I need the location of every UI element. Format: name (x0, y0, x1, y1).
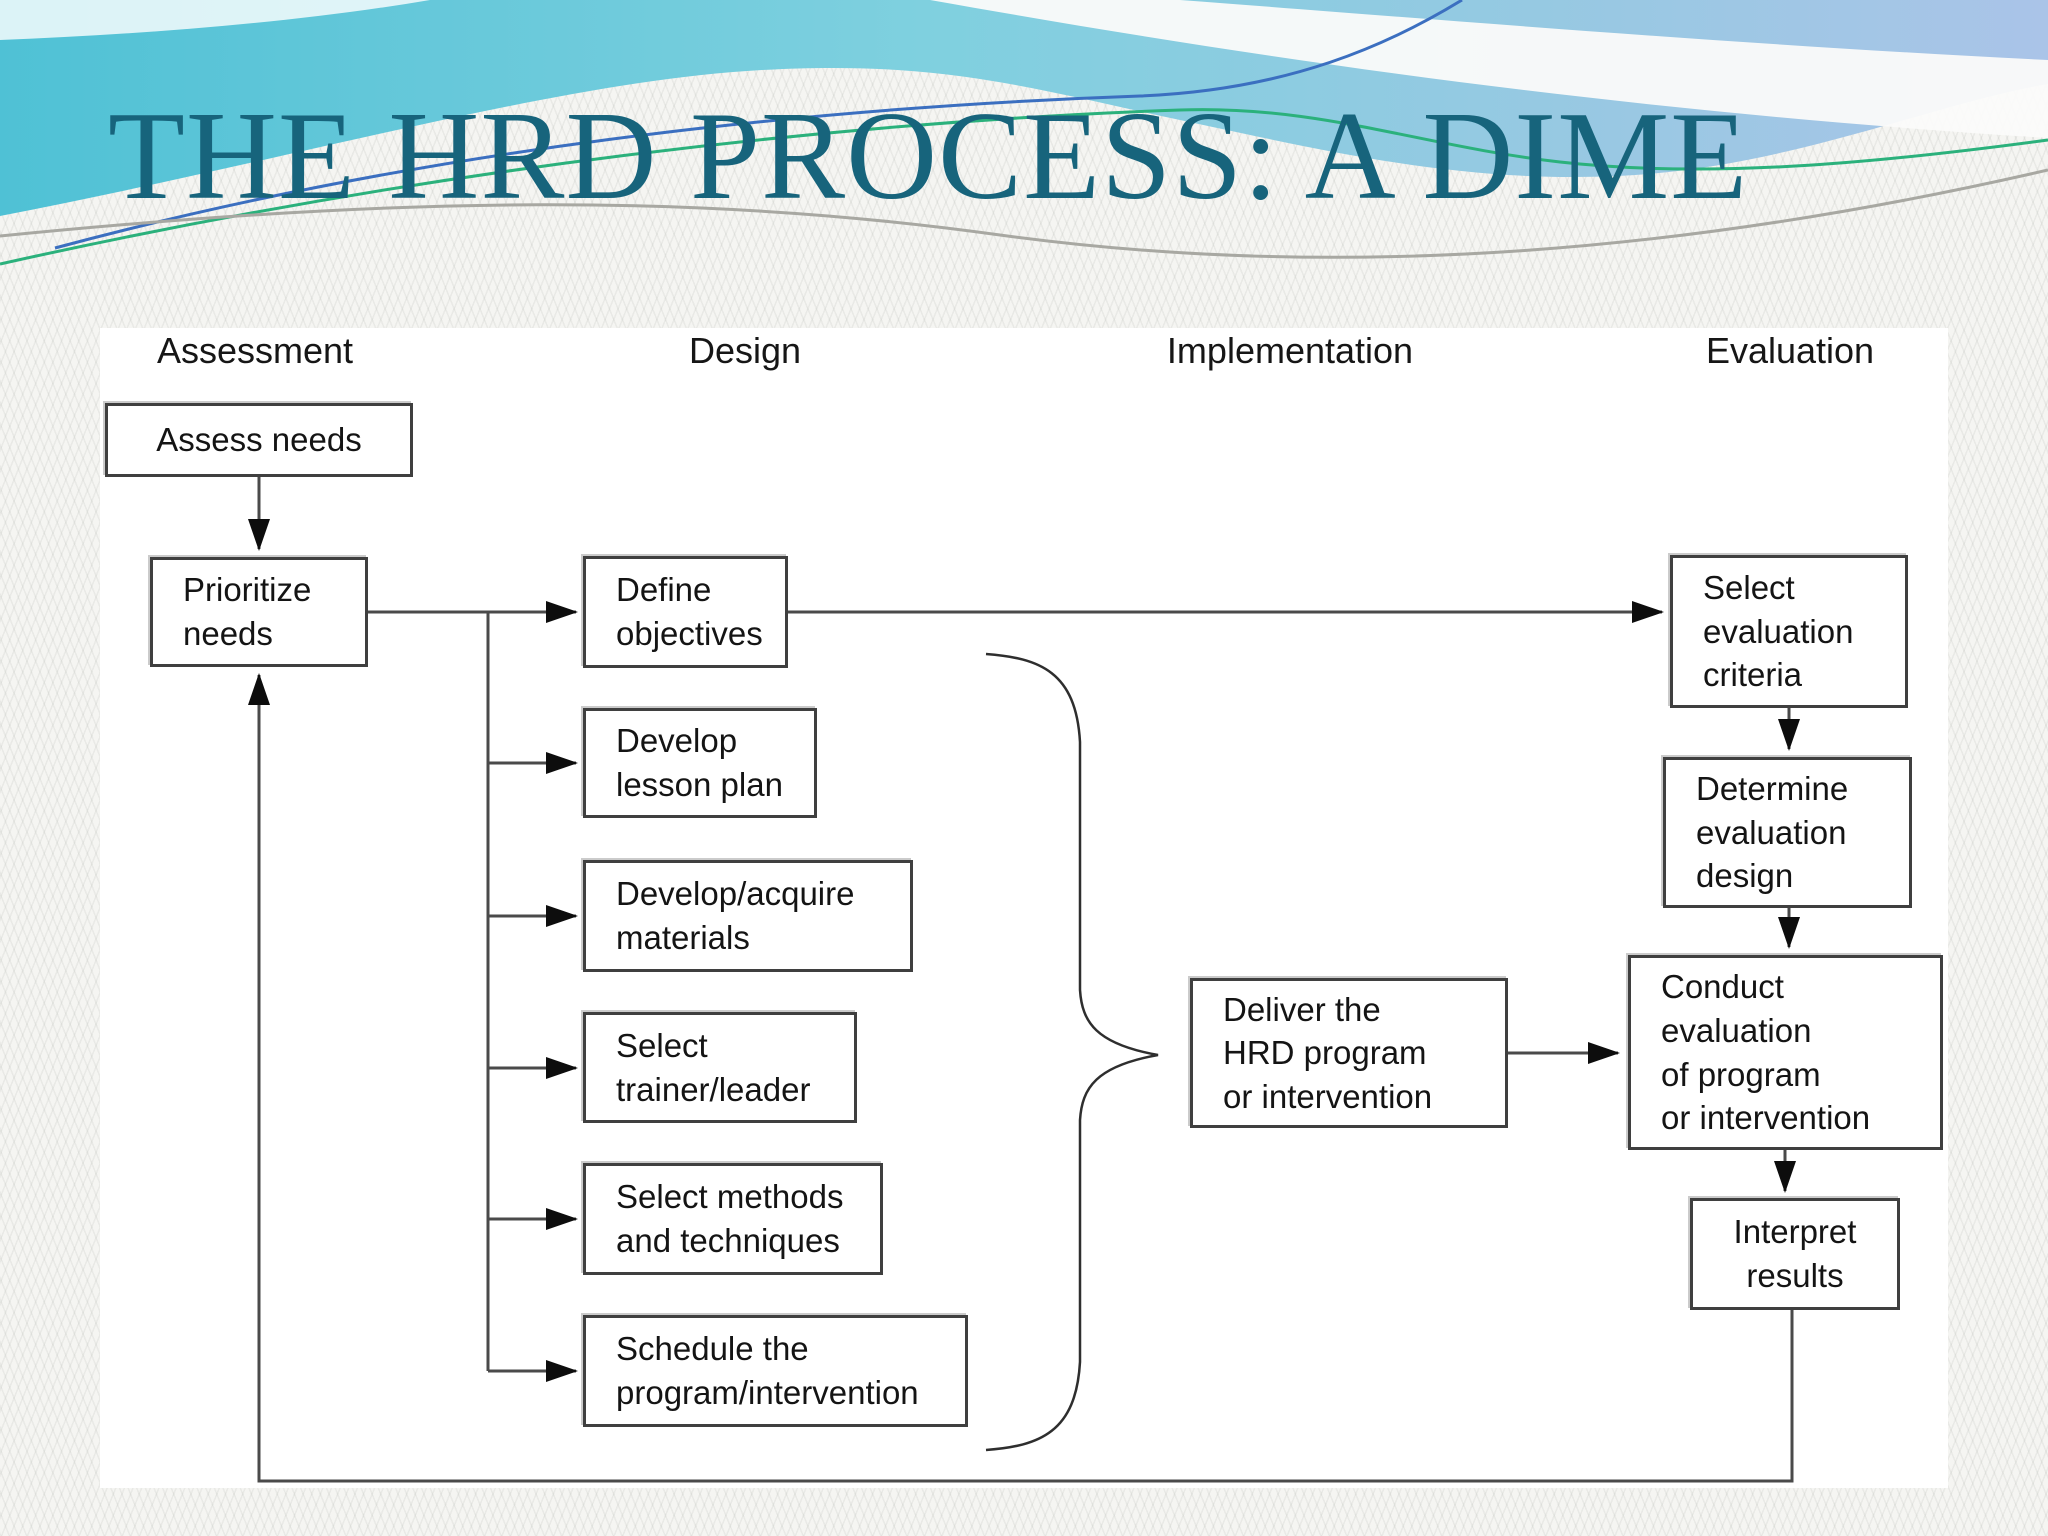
flow-box-schedule-program-intervention: Schedule the program/intervention (583, 1315, 968, 1427)
phase-header-design: Design (688, 330, 802, 371)
white-sliver-top-left (0, 0, 430, 40)
phase-header-evaluation: Evaluation (1705, 330, 1875, 371)
flow-box-develop-acquire-materials: Develop/acquire materials (583, 860, 913, 972)
white-swoosh-top-right (930, 0, 2048, 138)
thin-blue-curve (54, 0, 1463, 250)
thin-green-curve (0, 108, 2048, 266)
flow-box-prioritize-needs: Prioritize needs (150, 557, 368, 667)
flow-box-determine-evaluation-design: Determine evaluation design (1663, 757, 1912, 908)
phase-header-implementation: Implementation (1166, 330, 1414, 371)
feedback-loop-interpret-to-prioritize (248, 673, 1794, 1483)
header-wave-art (0, 0, 2048, 266)
flow-box-select-evaluation-criteria: Select evaluation criteria (1670, 555, 1908, 708)
curly-brace (985, 652, 1159, 1452)
flow-box-select-trainer-leader: Select trainer/leader (583, 1012, 857, 1123)
phase-header-assessment: Assessment (156, 330, 354, 371)
flow-box-assess-needs: Assess needs (105, 403, 413, 477)
flow-box-select-methods-techniques: Select methods and techniques (583, 1163, 883, 1275)
thin-gray-curve (0, 168, 2048, 259)
slide-title: THE HRD PROCESS: A DIME (108, 87, 1749, 226)
flow-box-conduct-evaluation: Conduct evaluation of program or interve… (1628, 955, 1943, 1150)
diagram-panel (100, 328, 1948, 1488)
flow-box-develop-lesson-plan: Develop lesson plan (583, 708, 817, 818)
flow-box-define-objectives: Define objectives (583, 556, 788, 668)
flow-box-interpret-results: Interpret results (1690, 1198, 1900, 1310)
flow-box-deliver-program: Deliver the HRD program or intervention (1190, 978, 1508, 1128)
